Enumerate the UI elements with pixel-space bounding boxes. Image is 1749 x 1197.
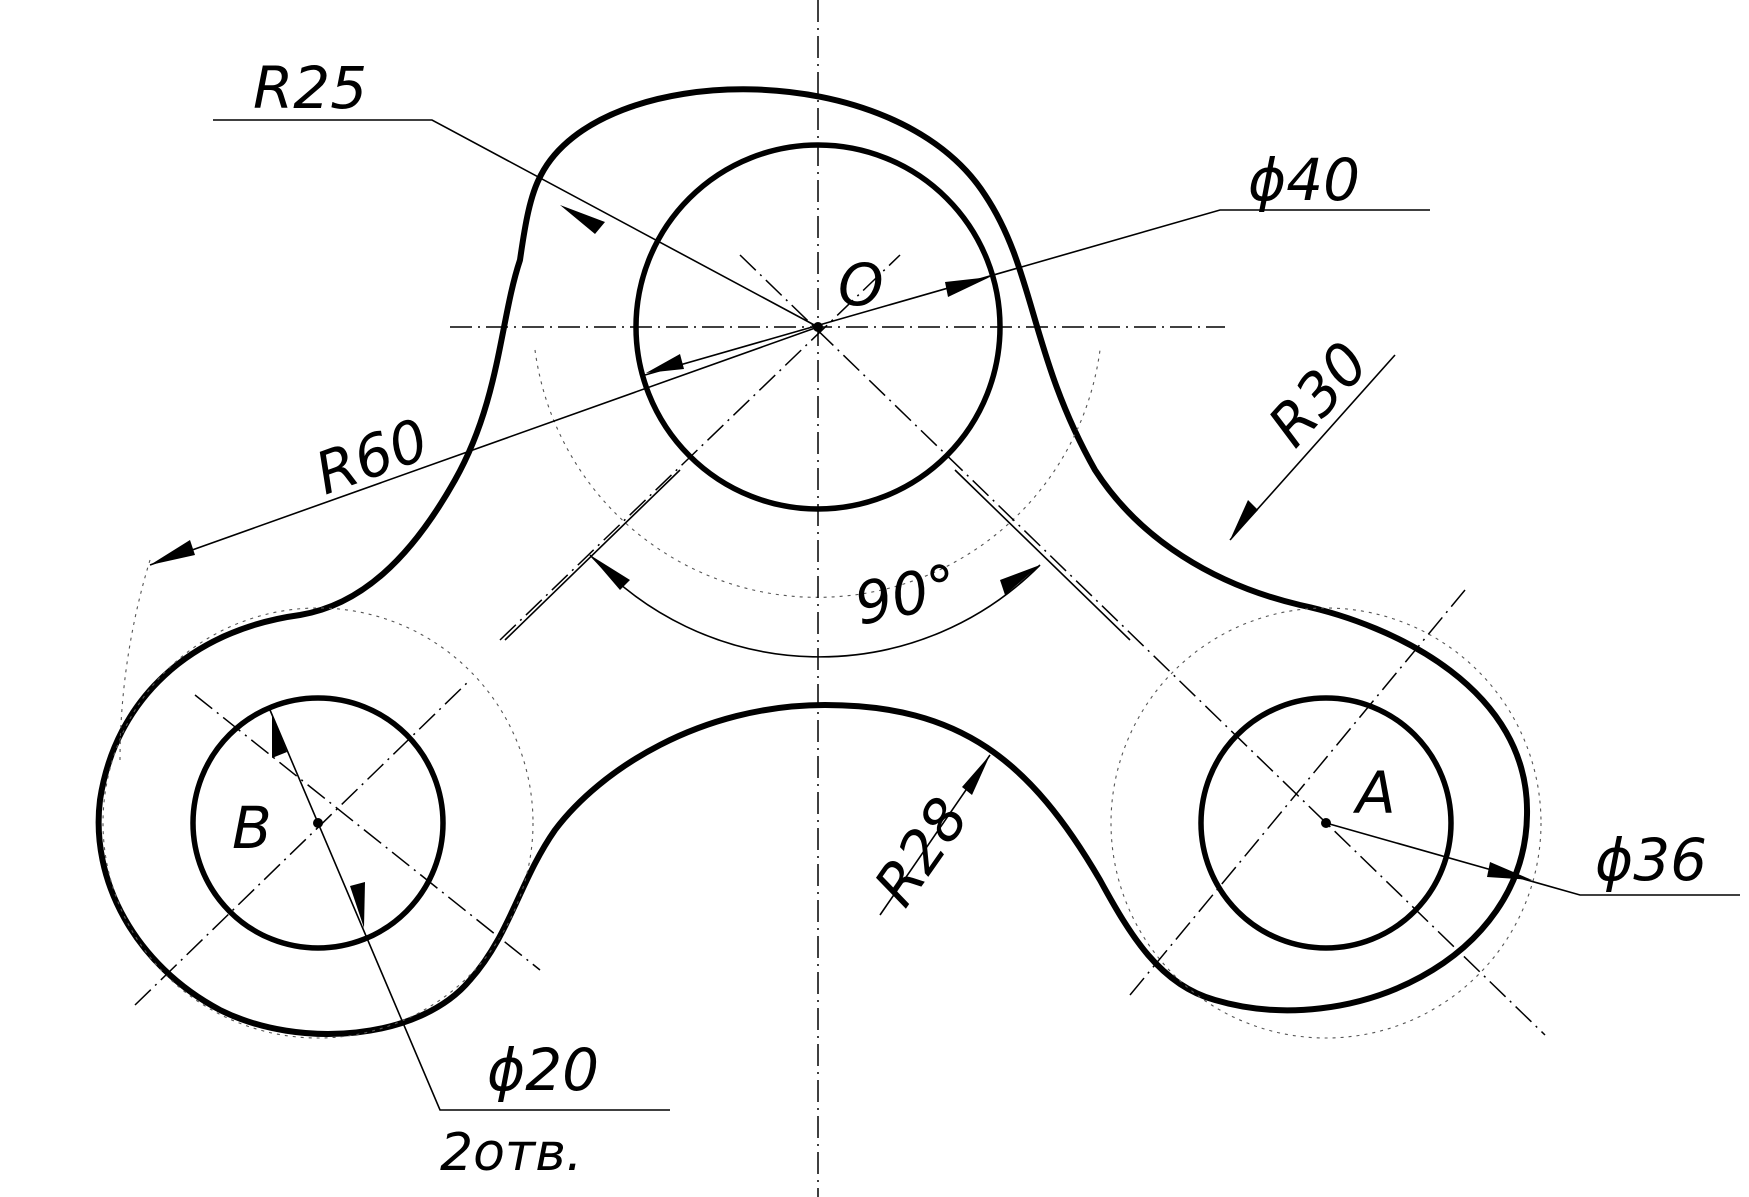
dim-d20-label: ϕ20 — [487, 1036, 599, 1104]
dim-r30-label: R30 — [1255, 329, 1382, 459]
diagonal-axis-oa — [739, 254, 1546, 1036]
dim-r28-arrow — [962, 755, 990, 795]
dim-d20-arrow-top — [272, 715, 287, 758]
dim-d36-label: ϕ36 — [1595, 826, 1707, 894]
dim-r25-leader — [213, 119, 819, 328]
dim-r30-arrow — [1230, 500, 1258, 540]
dim-r28-label: R28 — [861, 786, 982, 918]
dim-r25-arrow — [560, 205, 605, 234]
dim-d20-count-label: 2отв. — [440, 1123, 582, 1183]
hole-a-diameter-20 — [1198, 695, 1454, 951]
boss-circle-a — [1110, 607, 1542, 1039]
part-outline — [95, 86, 1531, 1037]
diagonal-axis-b — [134, 679, 471, 1006]
dim-r25-label: R25 — [253, 54, 367, 122]
dim-d40-arrow-left — [646, 354, 684, 373]
diagonal-axis-ob — [499, 254, 901, 641]
dim-d40-label: ϕ40 — [1248, 146, 1360, 214]
center-label-o: O — [838, 251, 884, 319]
dim-angle-ext-right — [954, 469, 1131, 641]
dim-angle-ext-left — [504, 469, 681, 641]
dim-r60-arrow — [150, 540, 195, 565]
dim-d36-arrow — [1487, 862, 1532, 880]
dim-d36-leader — [1325, 822, 1740, 896]
dim-angle-label: 90° — [849, 551, 964, 639]
hole-b-diameter-20 — [190, 695, 446, 951]
cross-axis-b — [194, 694, 541, 971]
dim-angle-arrow-right — [1000, 565, 1040, 595]
center-label-a: A — [1352, 759, 1396, 827]
dim-d20-leader — [269, 709, 670, 1111]
cross-axis-a — [1129, 589, 1466, 996]
dim-angle-arc — [589, 554, 1041, 658]
boss-circle-b — [102, 607, 534, 1039]
dim-r30-leader — [1229, 354, 1396, 541]
dim-d40-leader — [644, 209, 1430, 376]
dim-r60-leader — [149, 326, 819, 566]
center-label-b: B — [232, 794, 272, 862]
dim-d40-arrow-right — [945, 277, 990, 297]
dim-angle-arrow-left — [590, 555, 630, 590]
dim-d20-arrow-bottom — [350, 882, 365, 928]
dim-r60-label: R60 — [307, 405, 437, 508]
